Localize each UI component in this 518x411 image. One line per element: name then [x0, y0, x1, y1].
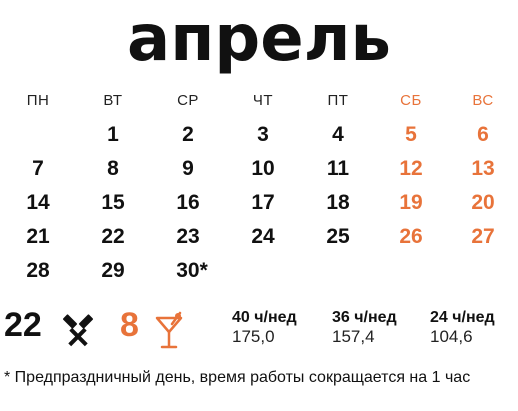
day-cell: 5: [405, 123, 417, 146]
month-summary: 22 8 40 ч/нед 175,0 36 ч/нед 157,4 24 ч/…: [0, 302, 518, 354]
day-cell: 14: [26, 191, 50, 214]
hours-label: 40 ч/нед: [232, 309, 297, 326]
day-cell: 22: [101, 225, 125, 248]
day-cell: 23: [176, 225, 200, 248]
day-cell: 28: [26, 259, 50, 282]
weekday-label: ПТ: [327, 92, 349, 109]
day-cell: 4: [332, 123, 344, 146]
day-cell: 13: [471, 157, 495, 180]
day-cell: 7: [32, 157, 44, 180]
weekday-label: ЧТ: [252, 92, 274, 109]
day-cell: 3: [257, 123, 269, 146]
hours-40: 40 ч/нед 175,0: [232, 308, 332, 347]
month-title-text: апрель: [127, 2, 391, 76]
day-cell: 24: [251, 225, 275, 248]
work-days-count: 22: [4, 306, 42, 344]
weekday-label: СБ: [400, 92, 422, 109]
day-cell: 20: [471, 191, 495, 214]
weekday-label: СР: [177, 92, 199, 109]
day-cell: 6: [477, 123, 489, 146]
week-row: 14 15 16 17 18 19 20: [0, 191, 518, 221]
day-cell: 11: [326, 157, 350, 180]
day-cell: 2: [182, 123, 194, 146]
week-row: 21 22 23 24 25 26 27: [0, 225, 518, 255]
day-cell: 21: [26, 225, 50, 248]
day-cell: 1: [107, 123, 119, 146]
week-row: 1 2 3 4 5 6: [0, 123, 518, 153]
day-cell: 9: [182, 157, 194, 180]
day-cell: 26: [399, 225, 423, 248]
hours-value: 104,6: [430, 327, 473, 346]
day-cell: 16: [176, 191, 200, 214]
week-row: 7 8 9 10 11 12 13: [0, 157, 518, 187]
weekday-header: ПН ВТ СР ЧТ ПТ СБ ВС: [0, 92, 518, 122]
footnote: * Предпраздничный день, время работы сок…: [4, 369, 471, 386]
day-cell: 25: [326, 225, 350, 248]
day-cell: 30*: [176, 259, 208, 282]
cocktail-icon: [155, 311, 183, 349]
day-cell: 12: [399, 157, 423, 180]
holidays-count: 8: [120, 306, 139, 344]
weekday-label: ВС: [472, 92, 494, 109]
hours-label: 24 ч/нед: [430, 309, 495, 326]
hours-value: 175,0: [232, 327, 275, 346]
day-cell: 27: [471, 225, 495, 248]
hours-label: 36 ч/нед: [332, 309, 397, 326]
hours-36: 36 ч/нед 157,4: [332, 308, 432, 347]
week-row: 28 29 30*: [0, 259, 518, 289]
weekday-label: ВТ: [103, 92, 123, 109]
day-cell: 18: [326, 191, 350, 214]
hours-value: 157,4: [332, 327, 375, 346]
day-cell: 17: [251, 191, 275, 214]
day-cell: 29: [101, 259, 125, 282]
day-cell: 10: [251, 157, 275, 180]
hammers-icon: [62, 314, 94, 347]
day-cell: 19: [399, 191, 423, 214]
weekday-label: ПН: [26, 92, 50, 109]
hours-24: 24 ч/нед 104,6: [430, 308, 518, 347]
day-cell: 15: [101, 191, 125, 214]
day-cell: 8: [107, 157, 119, 180]
month-title: апрель: [127, 2, 391, 76]
